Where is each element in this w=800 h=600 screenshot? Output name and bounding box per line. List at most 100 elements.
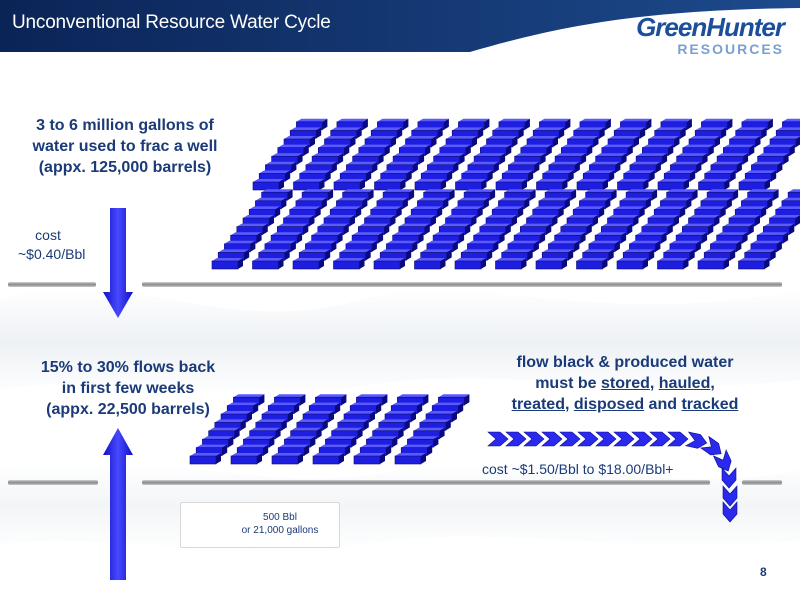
barrel-unit	[382, 189, 415, 201]
barrel-unit	[535, 258, 567, 270]
barrel-unit	[267, 402, 300, 414]
chevron-mark	[505, 431, 527, 447]
barrel-unit	[716, 153, 749, 165]
barrel-unit	[734, 206, 767, 218]
flowback-line3: (appx. 22,500 barrels)	[46, 401, 210, 418]
cost-top-line2: ~$0.40/Bbl	[18, 246, 86, 262]
barrel-unit	[594, 232, 627, 244]
flowback-description: 15% to 30% flows back in first few weeks…	[18, 357, 238, 420]
barrel-unit	[669, 240, 701, 253]
barrel-unit	[744, 249, 776, 261]
barrel-unit	[519, 223, 552, 235]
barrel-unit	[675, 232, 708, 244]
barrel-unit	[252, 179, 284, 191]
logo-main-text: GreenHunter	[636, 12, 785, 42]
frac-water-description: 3 to 6 million gallons of water used to …	[14, 115, 236, 178]
barrel-unit	[283, 136, 315, 148]
barrel-unit	[376, 197, 408, 210]
barrel-unit	[390, 402, 423, 414]
barrel-unit	[491, 206, 524, 218]
barrel-unit	[769, 215, 800, 227]
barrel-unit	[372, 427, 404, 440]
chevron-mark	[649, 431, 671, 447]
barrel-unit	[454, 258, 486, 270]
barrel-unit	[738, 179, 770, 191]
comma-3: ,	[564, 396, 574, 413]
barrel-unit	[498, 118, 530, 131]
barrel-unit	[463, 189, 496, 201]
barrel-unit	[589, 161, 621, 174]
barrel-unit	[629, 161, 661, 174]
barrel-unit	[635, 153, 668, 165]
barrel-unit	[318, 444, 351, 456]
chevron-mark	[541, 431, 563, 447]
barrel-unit	[576, 258, 608, 270]
chevron-mark	[577, 431, 599, 447]
page-number: 8	[760, 565, 767, 579]
barrel-unit	[323, 215, 355, 227]
barrel-unit	[504, 189, 536, 201]
barrel-unit	[513, 232, 546, 244]
barrel-unit	[410, 206, 443, 218]
up-arrow	[103, 428, 133, 580]
barrel-unit	[688, 136, 720, 148]
barrel-unit	[426, 240, 458, 253]
barrel-unit	[663, 170, 696, 182]
barrel-unit	[317, 144, 350, 156]
barrel-unit	[329, 206, 362, 218]
barrel-unit	[455, 179, 487, 191]
frac-text-line2: water used to frac a well	[32, 138, 218, 155]
barrel-unit	[276, 223, 309, 235]
barrel-unit	[735, 127, 767, 139]
barrel-unit	[233, 394, 265, 406]
barrel-unit	[576, 179, 608, 191]
barrel-unit	[595, 153, 627, 165]
barrel-unit	[311, 232, 343, 244]
barrel-unit	[657, 179, 689, 191]
frac-text-line1: 3 to 6 million gallons of	[36, 117, 214, 134]
barrel-unit	[750, 240, 782, 253]
barrel-unit	[261, 411, 293, 423]
barrel-unit	[339, 249, 371, 261]
barrel-unit	[756, 232, 789, 244]
barrel-unit	[548, 161, 580, 174]
chevron-mark	[712, 449, 732, 472]
chevron-mark	[721, 467, 737, 489]
barrel-unit	[582, 249, 614, 261]
barrel-unit	[479, 144, 512, 156]
produced-line3: treated, disposed and tracked	[480, 394, 770, 415]
chevron-mark	[699, 435, 722, 456]
barrel-unit	[202, 436, 234, 448]
barrel-unit	[258, 249, 290, 261]
barrel-unit	[728, 215, 760, 227]
barrel-unit	[451, 127, 484, 139]
barrel-unit	[501, 170, 534, 182]
barrel-unit	[271, 153, 303, 165]
barrel-unit	[660, 118, 692, 131]
barrel-unit	[224, 240, 256, 253]
comma-1: ,	[649, 375, 659, 392]
barrel-unit	[716, 232, 748, 244]
barrel-unit	[722, 223, 754, 235]
barrel-unit	[261, 189, 293, 201]
barrel-unit	[698, 179, 730, 191]
chevron-mark	[722, 501, 738, 523]
barrel-unit	[305, 240, 337, 253]
word-disposed: disposed	[573, 396, 645, 413]
barrel-unit	[653, 206, 686, 218]
header-bar	[0, 0, 800, 52]
legend-line2: or 21,000 gallons	[241, 525, 319, 536]
barrel-unit	[366, 436, 398, 448]
barrel-grid-top	[211, 118, 800, 270]
barrel-unit	[277, 144, 309, 156]
barrel-unit	[331, 427, 363, 440]
barrel-unit	[211, 258, 243, 270]
barrel-unit	[681, 223, 714, 235]
barrel-unit	[249, 427, 281, 440]
chevron-mark	[684, 431, 708, 449]
barrel-unit	[697, 258, 729, 270]
barrel-unit	[554, 232, 586, 244]
barrel-unit	[312, 453, 344, 465]
barrel-unit	[536, 179, 568, 191]
barrel-unit	[625, 189, 658, 201]
